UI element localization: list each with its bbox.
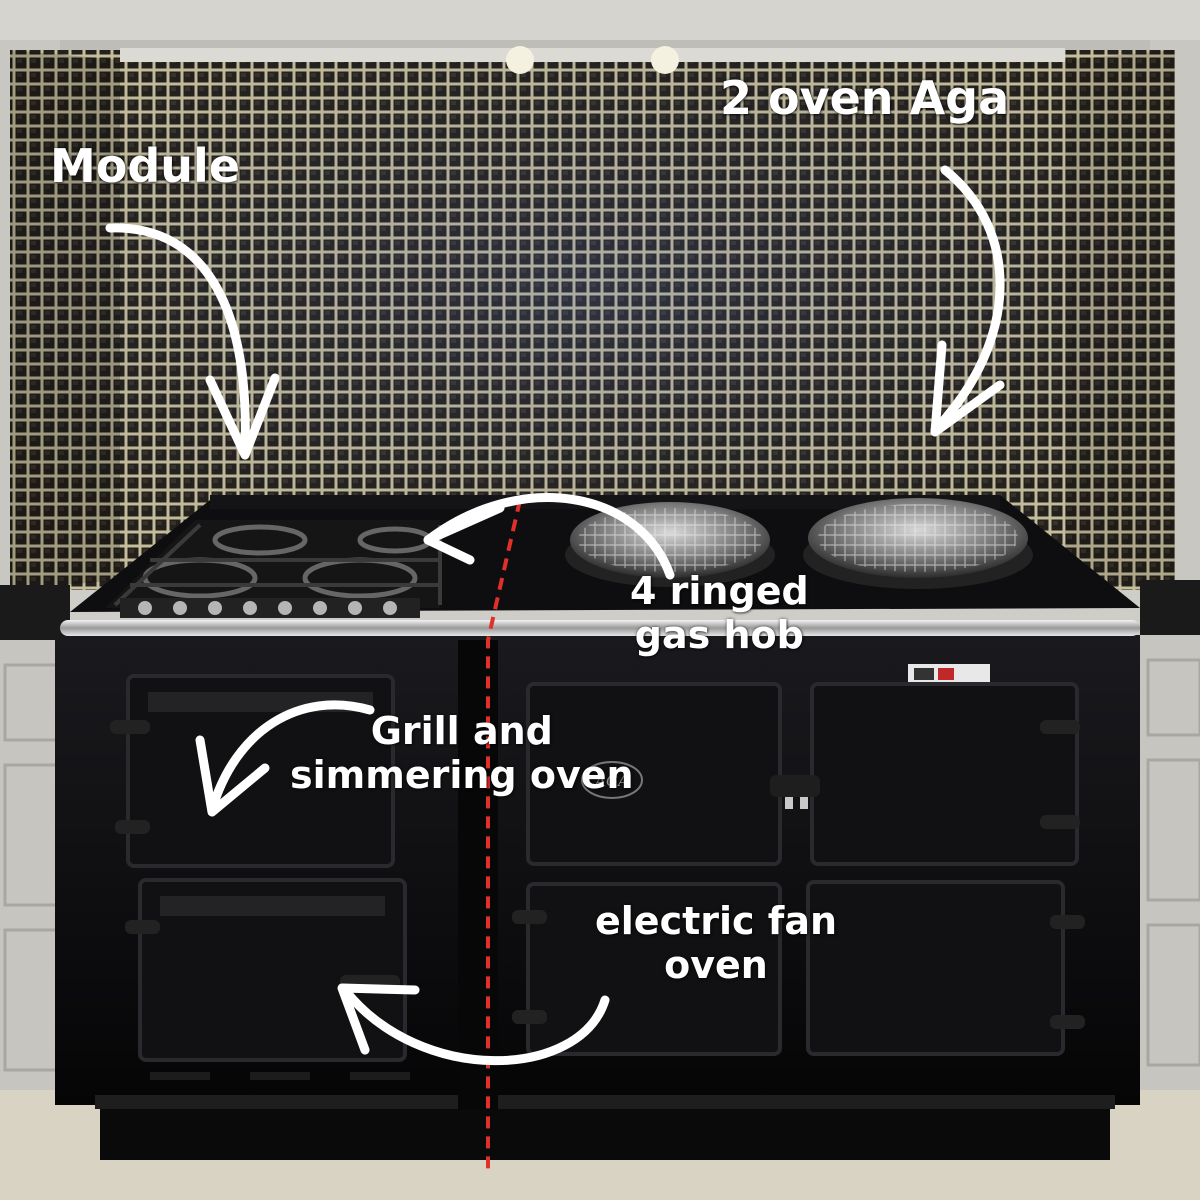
hob-control-knobs bbox=[120, 598, 420, 618]
label-two-oven-aga: 2 oven Aga bbox=[720, 71, 1010, 125]
arrow-grill bbox=[207, 700, 375, 815]
arrow-gas-hob-head bbox=[423, 503, 505, 565]
aga-logo-text: AGA bbox=[593, 772, 629, 790]
label-grill-simmering-oven: Grill and simmering oven bbox=[290, 709, 634, 797]
label-gas-hob-line1: 4 ringed bbox=[630, 569, 809, 613]
right-worktop bbox=[1140, 580, 1200, 635]
left-worktop bbox=[0, 585, 70, 640]
arrow-fan-oven bbox=[340, 985, 610, 1066]
upper-cabinet bbox=[0, 0, 1200, 40]
arrow-fan-oven-head bbox=[337, 983, 420, 1055]
aga-top-left-door bbox=[526, 682, 782, 866]
label-electric-fan-oven: electric fan oven bbox=[595, 899, 838, 987]
annotation-arrows bbox=[105, 165, 1005, 1066]
arrow-aga-head bbox=[930, 340, 1005, 437]
arrow-module bbox=[105, 223, 250, 455]
label-fan-oven-line1: electric fan bbox=[595, 899, 838, 943]
chrome-towel-rail bbox=[60, 620, 1140, 636]
aga-bottom-right-door bbox=[806, 880, 1065, 1056]
arrow-gas-hob bbox=[423, 493, 675, 580]
label-fan-oven-line2: oven bbox=[664, 942, 768, 987]
arrow-grill-head bbox=[195, 735, 270, 817]
aga-bottom-left-door bbox=[526, 882, 782, 1056]
gas-hob bbox=[105, 520, 442, 608]
aga-logo-badge bbox=[581, 761, 643, 799]
label-grill-line2: simmering oven bbox=[290, 752, 634, 797]
label-module: Module bbox=[50, 139, 241, 193]
arrow-aga bbox=[930, 165, 1005, 435]
label-gas-hob-line2: gas hob bbox=[634, 612, 804, 657]
label-grill-line1: Grill and bbox=[370, 709, 553, 753]
hotplate-lid-left bbox=[565, 502, 775, 587]
aga-doors: AGA bbox=[512, 682, 1085, 1056]
module-aga-divider-line bbox=[486, 499, 522, 1175]
fan-oven-door-module bbox=[138, 878, 407, 1062]
arrow-module-head bbox=[205, 373, 280, 460]
hotplate-lid-right bbox=[803, 498, 1033, 589]
label-gas-hob: 4 ringed gas hob bbox=[630, 569, 809, 657]
right-lower-cabinet bbox=[1140, 635, 1200, 1090]
aga-top-right-door bbox=[810, 682, 1079, 866]
